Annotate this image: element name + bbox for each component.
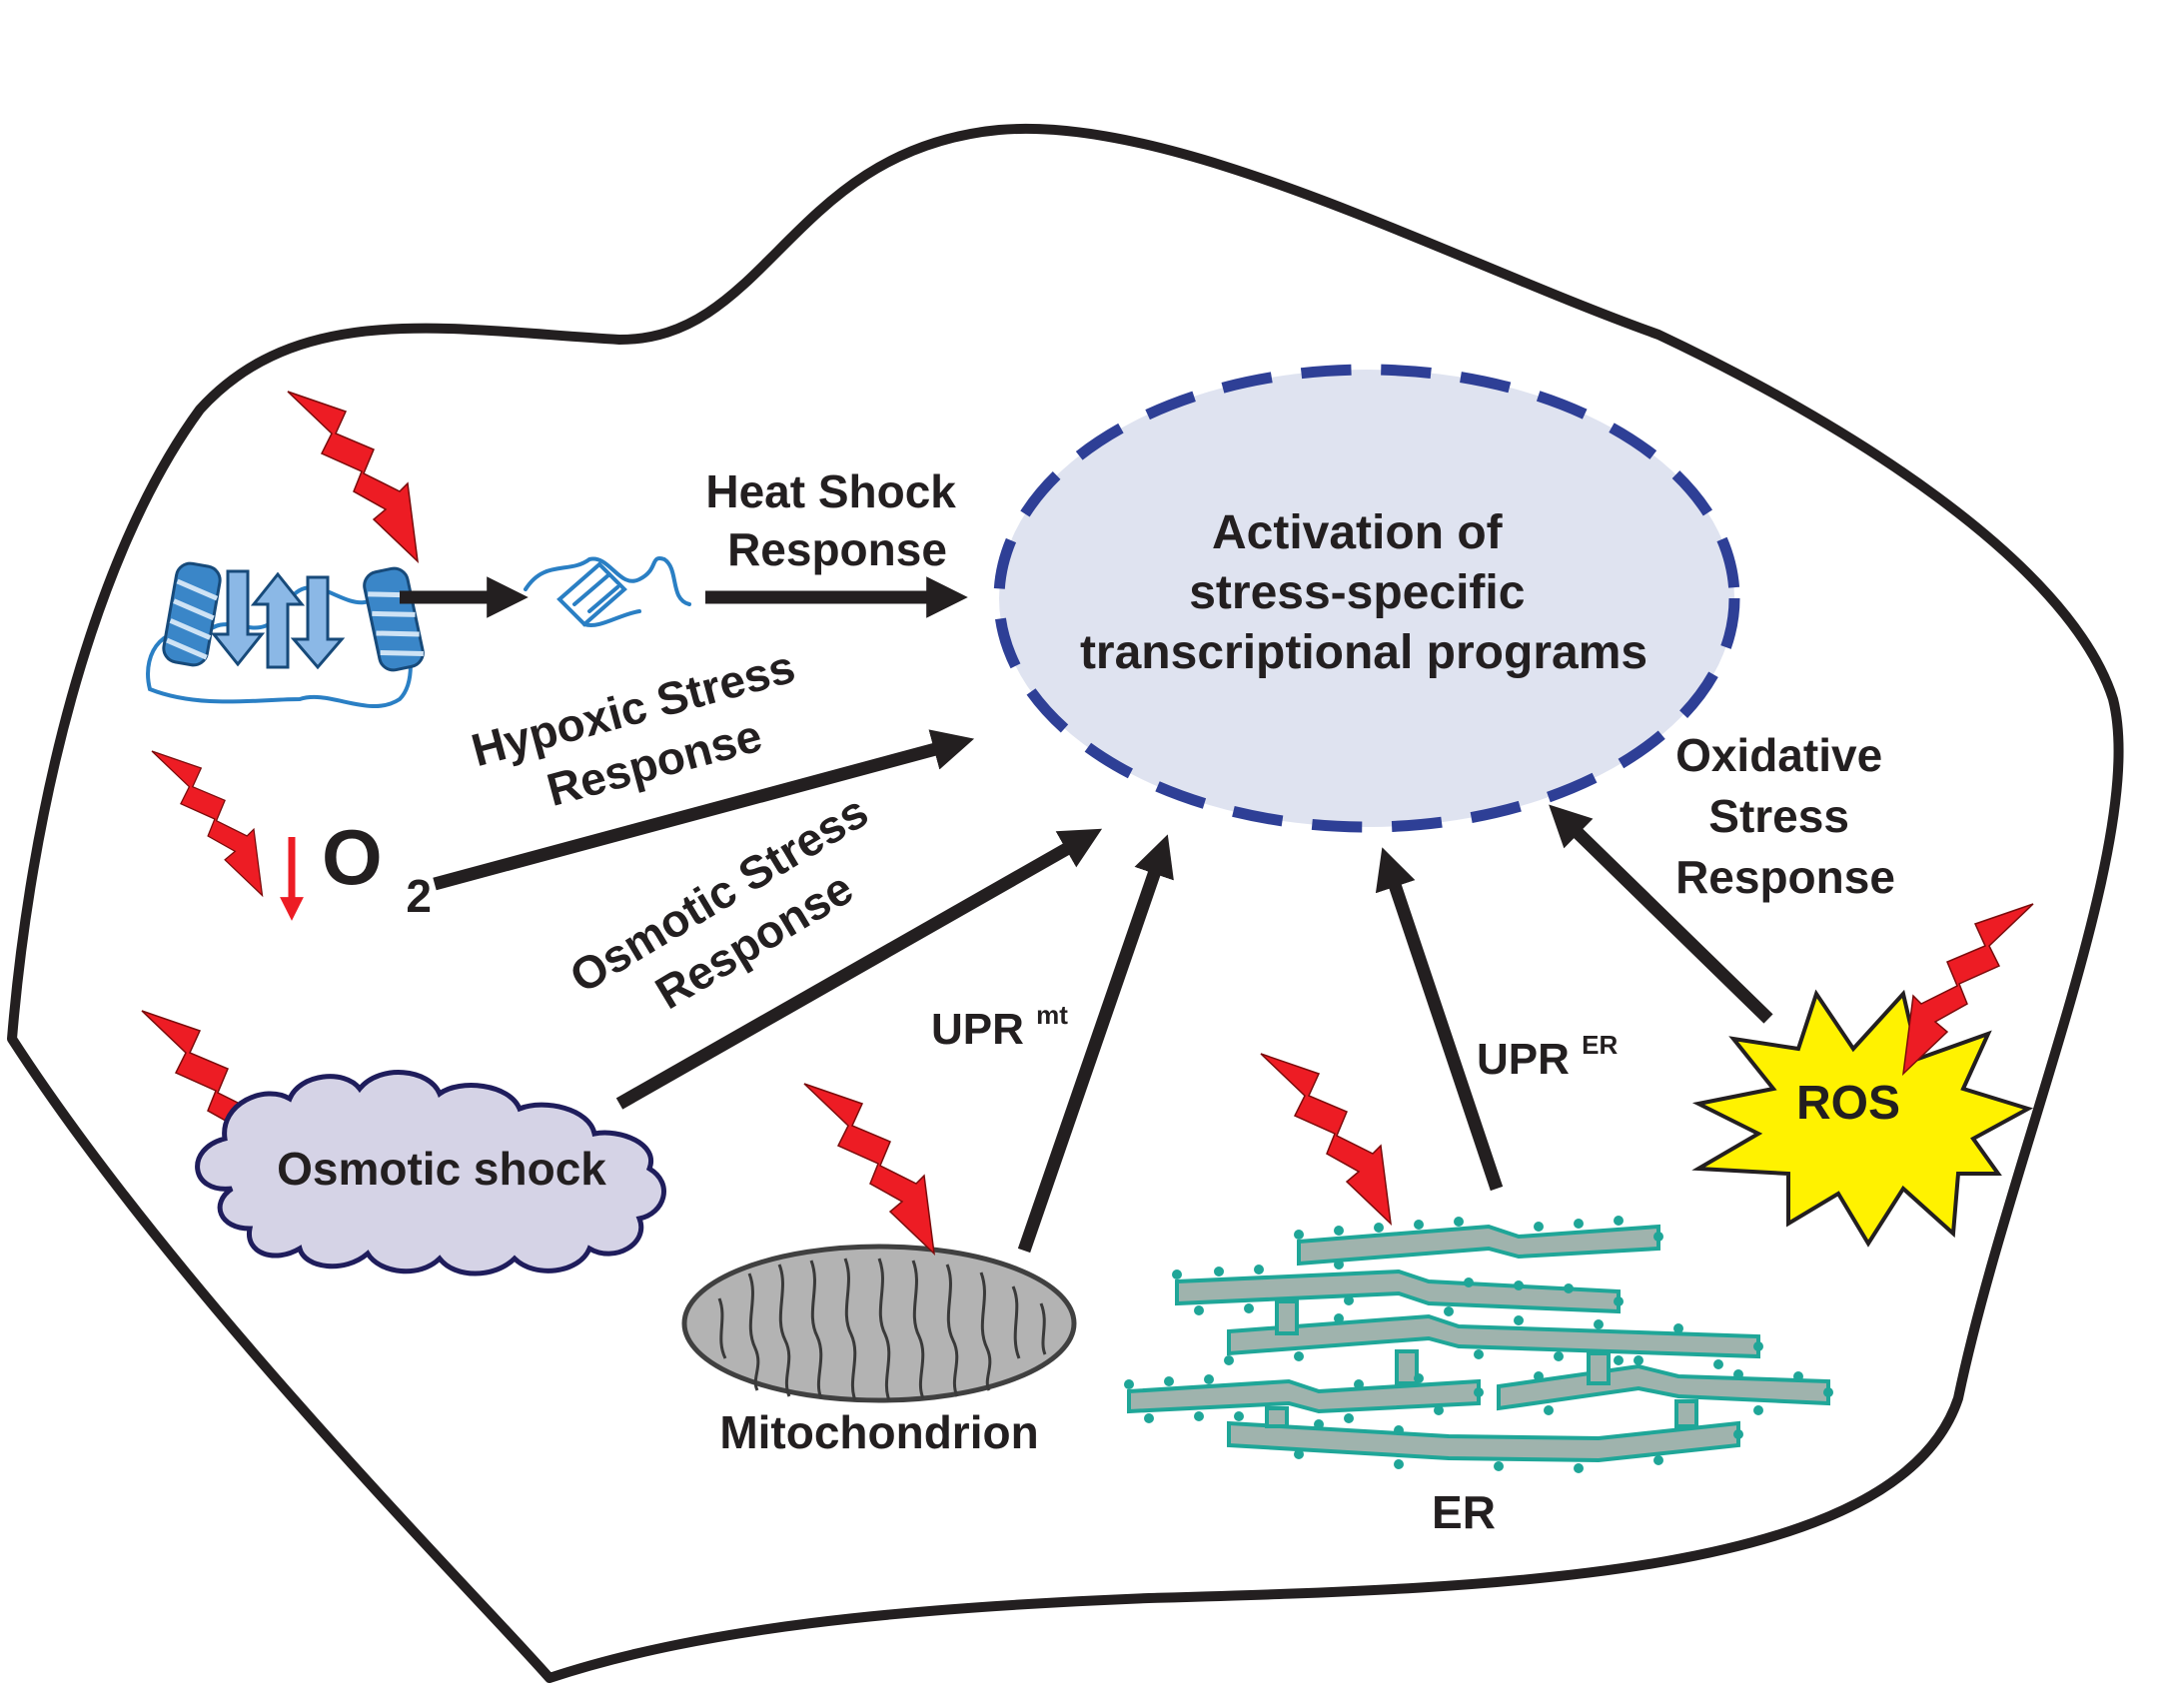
upr-mt-label: UPR [931, 1005, 1024, 1054]
hypoxic-arrow [433, 729, 975, 891]
oxygen-symbol: O [322, 813, 383, 901]
unfolded-protein-icon [524, 556, 691, 627]
er-lightning-icon [1260, 1053, 1392, 1225]
er-ribosomes [1124, 1216, 1833, 1473]
svg-text:Heat Shock Response: Heat Shock Response [705, 465, 968, 575]
nucleus-line-1: Activation of [1212, 506, 1504, 559]
mito-lightning-icon [803, 1083, 935, 1255]
upr-er-arrow [1375, 847, 1504, 1192]
heat-lightning-icon [287, 391, 419, 562]
svg-text:Activation of stress-speci: Activation of stress-specific transcript… [1080, 506, 1647, 679]
cell-membrane [7, 123, 2124, 1683]
oxygen-subscript: 2 [406, 870, 432, 922]
mitochondrion-label: Mitochondrion [719, 1406, 1038, 1458]
hypoxia-lightning-icon [151, 750, 264, 897]
nucleus-line-2: stress-specific [1189, 566, 1525, 619]
svg-text:O 2: O 2 [322, 813, 432, 922]
oxidative-arrow [1549, 804, 1773, 1024]
svg-text:UPR mt: UPR mt [931, 1000, 1068, 1054]
ros-burst [1691, 989, 2034, 1248]
upr-mt-arrow [1017, 834, 1174, 1254]
ros-label: ROS [1796, 1077, 1900, 1130]
oxidative-label-1: Oxidative [1675, 729, 1882, 781]
osmotic-cloud [195, 1070, 666, 1276]
svg-text:Oxidative Stress Respo: Oxidative Stress Response [1675, 729, 1895, 903]
svg-text:Osmotic Stress Response: Osmotic Stress Response [560, 778, 917, 1053]
mitochondrion-icon [681, 1244, 1077, 1403]
svg-text:UPR ER: UPR ER [1477, 1030, 1618, 1084]
folded-protein-icon [146, 561, 425, 709]
upr-mt-superscript: mt [1036, 1000, 1068, 1030]
osmotic-arrow [615, 828, 1103, 1110]
oxidative-label-3: Response [1675, 851, 1895, 903]
er-label: ER [1432, 1486, 1496, 1538]
nucleus-line-3: transcriptional programs [1080, 626, 1647, 679]
oxidative-label-2: Stress [1708, 790, 1849, 842]
er-icon [1127, 1224, 1830, 1463]
upr-er-label: UPR [1477, 1035, 1570, 1084]
nucleus-ellipse [993, 364, 1740, 833]
upr-er-superscript: ER [1582, 1030, 1618, 1060]
svg-text:Hypoxic Stress Response: Hypoxic Stress Response [466, 637, 827, 833]
heat-shock-label-2: Response [727, 523, 947, 575]
osmotic-shock-label: Osmotic shock [277, 1143, 606, 1195]
heat-shock-label-1: Heat Shock [705, 465, 956, 517]
